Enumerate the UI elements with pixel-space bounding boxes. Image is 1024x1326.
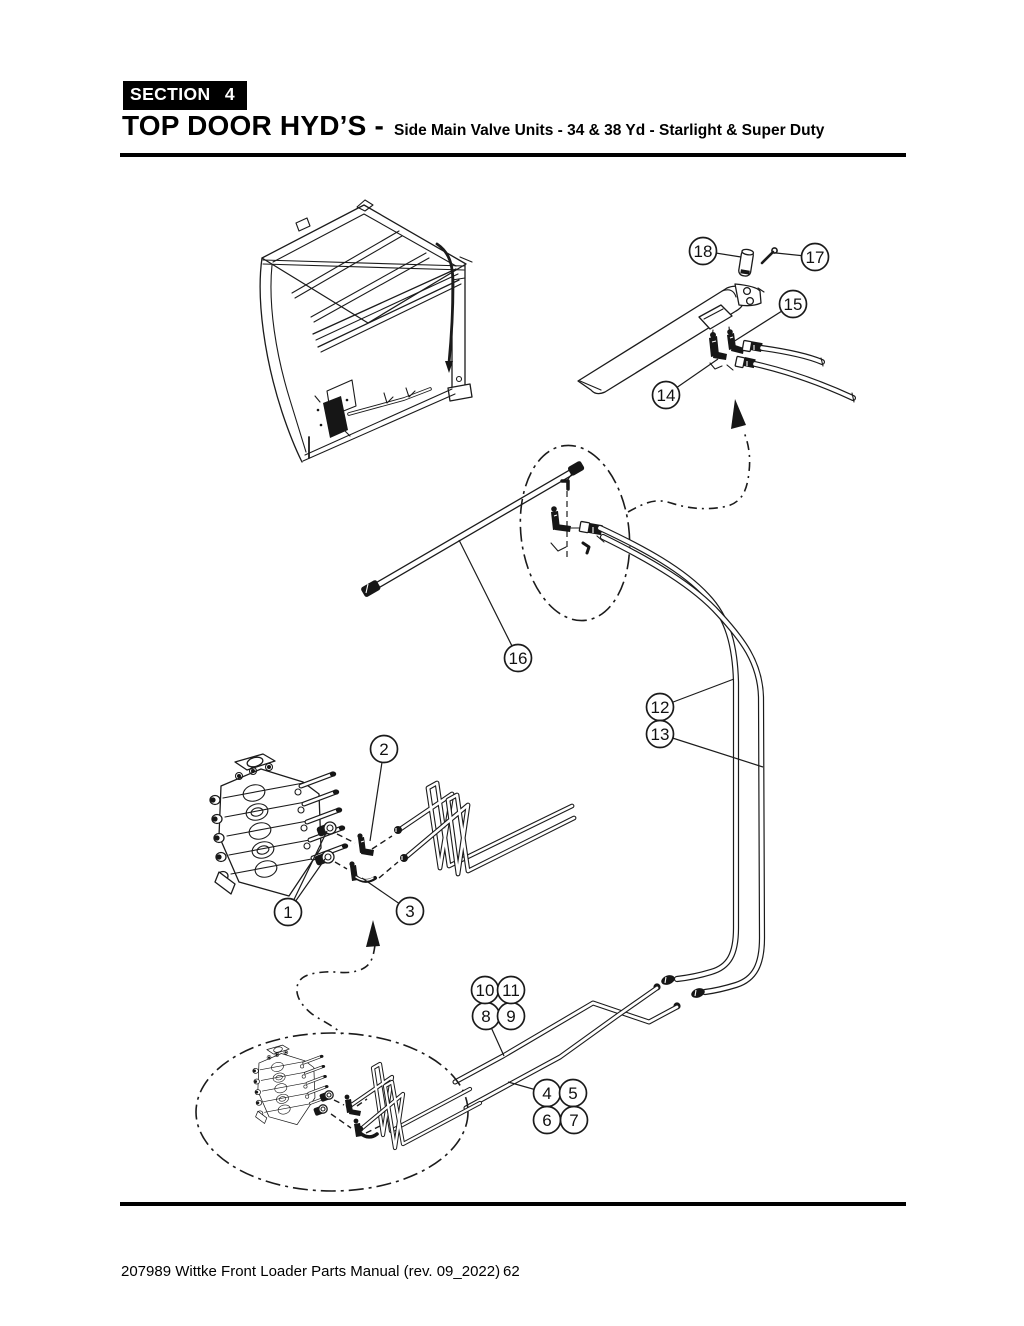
callout-number: 18 — [694, 242, 713, 261]
callout-circle — [369, 734, 399, 764]
callout-6: 6 — [532, 1105, 562, 1135]
flow-arrows — [296, 399, 751, 1035]
leader-line — [458, 539, 519, 659]
callout-number: 16 — [509, 649, 528, 668]
up-arrow-to-cylinder — [731, 399, 746, 429]
callout-1: 1 — [273, 830, 328, 927]
callout-2: 2 — [369, 734, 399, 842]
leader-line — [369, 748, 385, 842]
callout-number: 17 — [806, 248, 825, 267]
callout-circle — [496, 975, 526, 1005]
cotter-pin — [760, 247, 778, 265]
callout-number: 7 — [569, 1111, 578, 1130]
callout-18: 18 — [688, 236, 742, 266]
callout-10: 10 — [470, 975, 500, 1005]
detail-ellipse-bottom — [195, 1032, 483, 1192]
callout-17: 17 — [775, 242, 830, 272]
footer-manual-ref: 207989 Wittke Front Loader Parts Manual … — [121, 1263, 501, 1280]
callout-circle — [273, 897, 303, 927]
zigzag-tubes — [394, 780, 577, 877]
callout-number: 8 — [481, 1007, 490, 1026]
callout-number: 5 — [568, 1084, 577, 1103]
callout-circle — [559, 1105, 589, 1135]
callout-5: 5 — [558, 1078, 588, 1108]
up-arrow-to-valve — [366, 920, 380, 947]
cylinder-elbow-fittings — [709, 329, 744, 371]
door-cylinder-assembly — [577, 247, 856, 403]
callout-3: 3 — [361, 877, 425, 926]
footer-page-number: 62 — [503, 1263, 520, 1280]
callout-15: 15 — [732, 289, 808, 343]
leader-line — [287, 830, 328, 913]
callout-circle — [651, 380, 681, 410]
section-badge: SECTION 4 — [123, 81, 247, 110]
callout-circle — [645, 719, 675, 749]
page-title-main: TOP DOOR HYD’S - — [122, 110, 384, 141]
callout-number: 10 — [476, 981, 495, 1000]
callout-number: 13 — [651, 725, 670, 744]
page-title-sub: Side Main Valve Units - 34 & 38 Yd - Sta… — [393, 122, 825, 139]
callout-number: 6 — [542, 1111, 551, 1130]
detail-ellipse-middle — [519, 444, 631, 622]
clevis-pin — [738, 248, 755, 277]
callout-number: 3 — [405, 902, 414, 921]
callout-number: 14 — [657, 386, 676, 405]
truck-body — [259, 199, 473, 463]
callout-number: 4 — [542, 1084, 551, 1103]
callout-number: 12 — [651, 698, 670, 717]
callout-7: 7 — [559, 1105, 589, 1135]
callout-13: 13 — [645, 719, 764, 768]
callout-circle — [688, 236, 718, 266]
callout-circle — [800, 242, 830, 272]
callout-circle — [395, 896, 425, 926]
tube-16 — [361, 461, 585, 597]
callout-circle — [503, 643, 533, 673]
footer-rule — [120, 1202, 906, 1206]
callout-number: 11 — [502, 981, 520, 1000]
callout-9: 9 — [496, 1001, 526, 1031]
long-tubes — [452, 985, 680, 1111]
callout-number: 15 — [784, 295, 803, 314]
callout-number: 1 — [283, 903, 292, 922]
callout-16: 16 — [458, 539, 533, 673]
hoses-12-13 — [596, 524, 766, 1010]
header-rule — [120, 153, 906, 157]
callout-circle — [778, 289, 808, 319]
callout-number: 2 — [379, 740, 388, 759]
callout-11: 11 — [496, 975, 526, 1005]
leader-line — [659, 733, 764, 768]
page-title: TOP DOOR HYD’S - Side Main Valve Units -… — [122, 110, 914, 142]
callout-12: 12 — [645, 678, 735, 722]
callout-number: 9 — [506, 1007, 515, 1026]
callout-14: 14 — [651, 358, 719, 410]
cylinder-hoses — [734, 339, 856, 403]
